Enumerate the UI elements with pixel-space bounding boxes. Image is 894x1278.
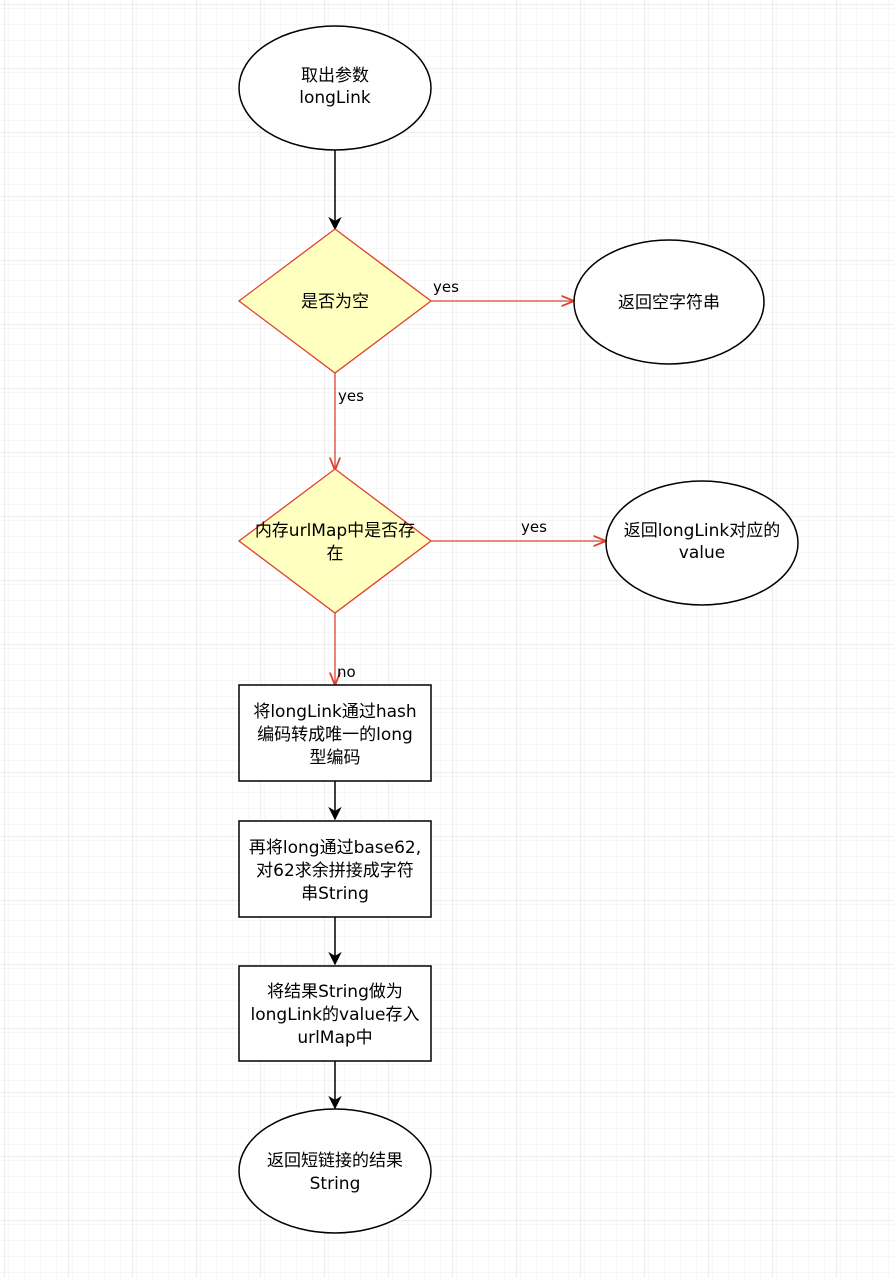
return-value-line-1: 返回longLink对应的: [624, 521, 781, 541]
map-check-decision: 内存urlMap中是否存 在: [237, 468, 433, 614]
edge-label-empty-yes-down: yes: [338, 387, 364, 405]
start-node: 取出参数 longLink: [238, 25, 432, 151]
return-empty-line-1: 返回空字符串: [618, 293, 720, 313]
store-step-line-3: urlMap中: [297, 1028, 372, 1048]
start-node-line-1: 取出参数: [301, 66, 369, 86]
return-value-node: 返回longLink对应的 value: [605, 480, 799, 606]
return-empty-node: 返回空字符串: [573, 239, 765, 365]
end-node: 返回短链接的结果 String: [238, 1108, 432, 1234]
edge-label-map-yes: yes: [521, 518, 547, 536]
empty-check-line-1: 是否为空: [301, 292, 369, 312]
end-node-line-2: String: [310, 1174, 361, 1194]
base62-step-line-2: 对62求余拼接成字符: [256, 861, 414, 881]
map-check-line-2: 在: [327, 544, 344, 564]
base62-step-process: 再将long通过base62, 对62求余拼接成字符 串String: [238, 820, 432, 918]
hash-step-process: 将longLink通过hash 编码转成唯一的long 型编码: [238, 684, 432, 782]
store-step-process: 将结果String做为 longLink的value存入 urlMap中: [238, 965, 432, 1062]
hash-step-line-2: 编码转成唯一的long: [257, 725, 413, 745]
edge-label-map-no: no: [337, 663, 356, 681]
edge-label-empty-yes-right: yes: [433, 278, 459, 296]
empty-check-decision: 是否为空: [237, 228, 433, 374]
return-value-line-2: value: [679, 543, 725, 563]
hash-step-line-3: 型编码: [310, 748, 361, 768]
map-check-line-1: 内存urlMap中是否存: [255, 521, 415, 541]
store-step-line-2: longLink的value存入: [251, 1005, 420, 1025]
hash-step-line-1: 将longLink通过hash: [253, 702, 416, 722]
base62-step-line-3: 串String: [301, 884, 369, 904]
base62-step-line-1: 再将long通过base62,: [249, 838, 421, 858]
store-step-line-1: 将结果String做为: [267, 982, 403, 1002]
start-node-line-2: longLink: [299, 88, 371, 108]
end-node-line-1: 返回短链接的结果: [267, 1151, 403, 1171]
